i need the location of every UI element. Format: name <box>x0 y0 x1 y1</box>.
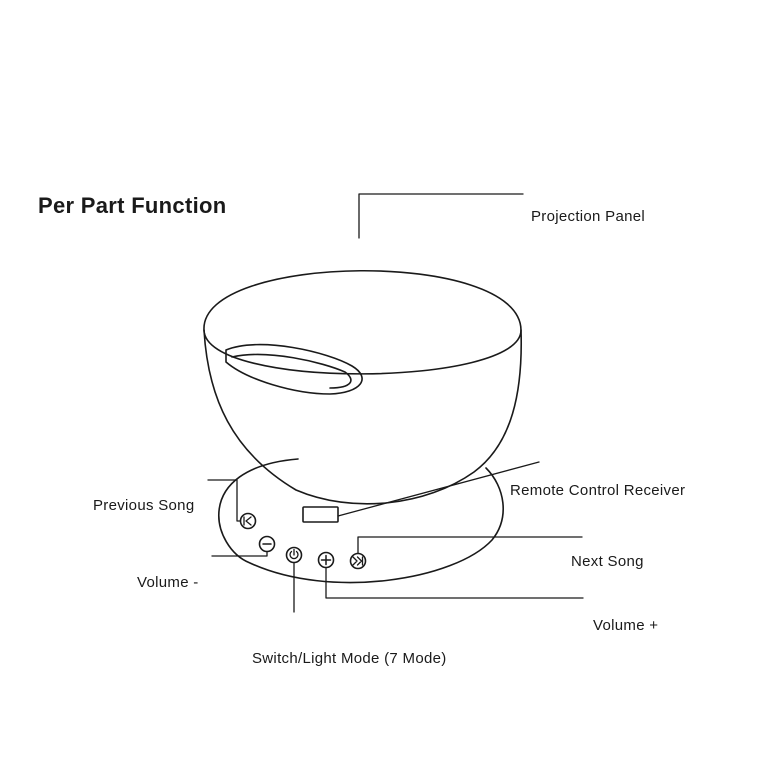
diagram-title: Per Part Function <box>38 193 227 218</box>
previous-song-icon <box>239 512 257 530</box>
label-switch-light-mode: Switch/Light Mode (7 Mode) <box>252 650 447 667</box>
leader-previous-song <box>207 479 241 522</box>
bowl-shell <box>203 329 523 505</box>
leader-volume-plus <box>325 567 584 599</box>
leader-remote-control-receiver <box>337 461 540 517</box>
bowl-rim <box>203 269 522 375</box>
label-projection-panel: Projection Panel <box>531 208 646 225</box>
leader-next-song <box>357 536 583 554</box>
label-volume-minus: Volume - <box>137 574 199 591</box>
label-previous-song: Previous Song <box>93 497 195 514</box>
leader-projection-panel <box>358 193 524 239</box>
leader-volume-minus <box>211 551 268 557</box>
handle-opening <box>225 343 363 395</box>
label-remote-control-receiver: Remote Control Receiver <box>510 482 686 499</box>
volume-plus-icon <box>317 551 335 569</box>
label-next-song: Next Song <box>571 553 644 570</box>
volume-minus-icon <box>258 535 276 553</box>
ir-receiver-window <box>302 506 339 523</box>
base-plate <box>218 458 504 584</box>
handle-opening-inner <box>231 353 352 389</box>
power-icon <box>285 546 303 564</box>
next-song-icon <box>349 552 367 570</box>
label-volume-plus: Volume + <box>593 617 659 634</box>
